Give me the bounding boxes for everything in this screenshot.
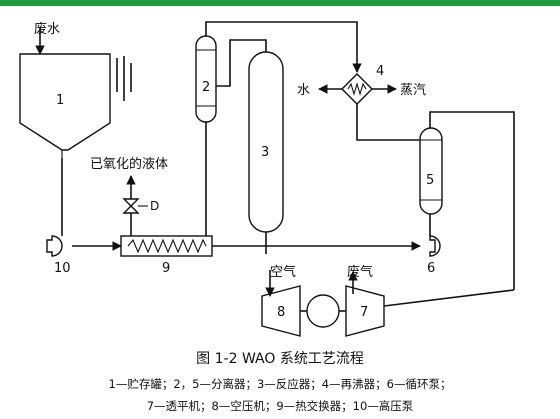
label-2: 2 bbox=[202, 80, 210, 95]
legend-line-1: 1—贮存罐；2，5—分离器；3—反应器；4—再沸器；6—循环泵； bbox=[109, 377, 452, 391]
air-compressor bbox=[261, 285, 301, 337]
hatch-marks bbox=[116, 56, 132, 101]
water-label: 水 bbox=[297, 83, 310, 98]
legend-line-2: 7—透平机；8—空压机；9—热交换器；10—高压泵 bbox=[147, 399, 414, 413]
storage-tank bbox=[19, 53, 111, 158]
circulating-pump bbox=[429, 235, 441, 257]
heat-exchanger bbox=[120, 235, 213, 257]
separator-5 bbox=[419, 127, 443, 215]
top-color-band bbox=[0, 0, 560, 6]
turbine bbox=[345, 285, 385, 337]
label-7: 7 bbox=[360, 305, 368, 320]
figure-title: 图 1-2 WAO 系统工艺流程 bbox=[196, 351, 364, 367]
separator-to-reboiler-line bbox=[205, 21, 362, 73]
label-5: 5 bbox=[426, 173, 434, 188]
label-3: 3 bbox=[261, 145, 269, 160]
reactor-to-separator-line bbox=[216, 39, 267, 87]
label-8: 8 bbox=[277, 305, 285, 320]
label-9: 9 bbox=[162, 261, 170, 276]
wastewater-label: 废水 bbox=[34, 21, 60, 37]
high-pressure-pump bbox=[46, 235, 63, 257]
label-10: 10 bbox=[54, 261, 71, 276]
label-1: 1 bbox=[56, 93, 64, 108]
exhaust-label: 废气 bbox=[347, 264, 373, 280]
gas-to-turbine-line bbox=[383, 289, 515, 307]
air-label: 空气 bbox=[270, 264, 296, 280]
valve-label: D bbox=[150, 199, 159, 213]
label-6: 6 bbox=[427, 261, 435, 276]
oxidized-liquid-label: 已氧化的液体 bbox=[90, 156, 168, 172]
reactor bbox=[248, 51, 284, 233]
steam-label: 蒸汽 bbox=[400, 83, 426, 98]
label-4: 4 bbox=[376, 64, 384, 79]
reboiler-to-separator-line bbox=[356, 104, 430, 141]
oxidized-liquid-outlet bbox=[122, 175, 148, 236]
separator-2 bbox=[195, 35, 217, 123]
motor bbox=[300, 294, 346, 328]
separator-to-turbine-line bbox=[429, 111, 515, 290]
reboiler bbox=[341, 73, 373, 105]
